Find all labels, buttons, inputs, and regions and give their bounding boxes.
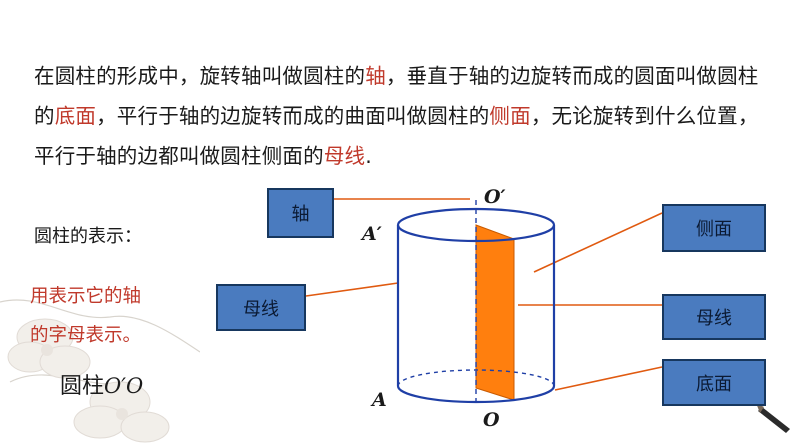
text-segment: ，垂直于轴的边旋转而成的圆面叫做圆柱的: [34, 64, 759, 128]
label-a: A: [370, 389, 387, 411]
callout-axis: 轴: [267, 188, 334, 238]
term-lateral-face: 侧面: [489, 104, 531, 128]
leader-line-base: [554, 366, 663, 391]
definition-paragraph: 在圆柱的形成中，旋转轴叫做圆柱的轴，垂直于轴的边旋转而成的圆面叫做圆柱的底面，平…: [34, 56, 774, 176]
text-segment: .: [365, 144, 372, 168]
axial-section-rectangle: [475, 224, 515, 401]
notation-line-2: 的字母表示。: [30, 325, 142, 346]
notation-example-symbol: O′O: [104, 374, 144, 398]
callout-generatrix-left: 母线: [216, 284, 306, 331]
callout-generatrix-right: 母线: [662, 294, 766, 340]
notation-example: 圆柱O′O: [60, 368, 143, 400]
text-segment: 在圆柱的形成中，旋转轴叫做圆柱的: [34, 64, 366, 88]
term-axis: 轴: [365, 64, 386, 88]
term-generatrix: 母线: [323, 144, 366, 168]
bottom-ellipse-back: [397, 369, 555, 387]
notation-heading: 圆柱的表示：: [34, 226, 142, 247]
label-o: O: [483, 409, 500, 431]
text-segment: ，无论旋转到什么位置，平行于轴的边都叫做圆柱侧面的: [34, 104, 759, 168]
callout-base: 底面: [662, 359, 766, 406]
notation-line-1: 用表示它的轴: [30, 286, 142, 307]
leader-line-lateral-face: [533, 212, 663, 273]
callout-lateral-face: 侧面: [662, 204, 766, 252]
flower-decoration: [0, 299, 200, 443]
notation-example-prefix: 圆柱: [60, 374, 105, 399]
text-segment: ，平行于轴的边旋转而成的曲面叫做圆柱的: [96, 104, 490, 128]
label-a-prime: A′: [360, 223, 382, 245]
term-base: 底面: [54, 104, 97, 128]
label-o-prime: O′: [484, 186, 506, 208]
leader-line-generatrix-left: [305, 282, 399, 297]
